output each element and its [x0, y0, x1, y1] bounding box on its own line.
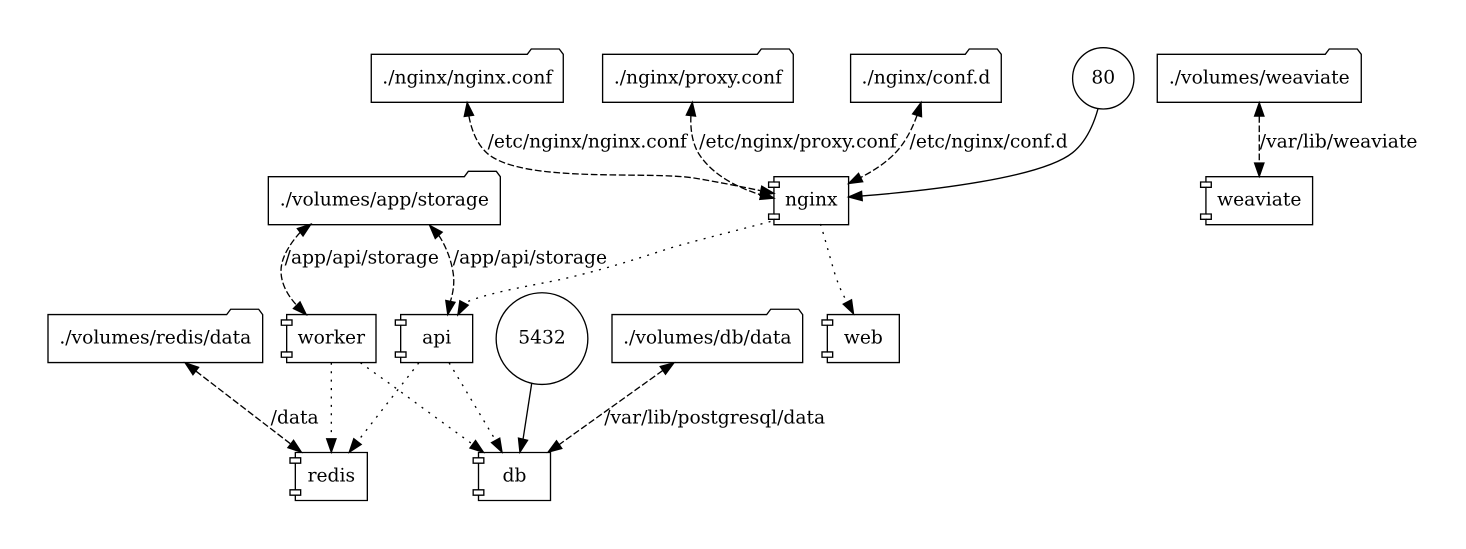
label-service-worker: worker — [298, 328, 365, 349]
edge-volume-redis-data-to-service-redis: /data — [183, 361, 319, 454]
edge-label-mount_app_api_storage_api: /app/api/storage — [453, 248, 607, 269]
label-volume-db-data: ./volumes/db/data — [623, 328, 791, 349]
edge-volume-app-storage-to-service-worker: /app/api/storage — [280, 222, 439, 317]
node-volume-app-storage: ./volumes/app/storage — [267, 170, 501, 226]
edge-label-mount_var_lib_postgresql_data: /var/lib/postgresql/data — [604, 407, 825, 428]
node-service-db: db — [472, 451, 552, 502]
label-service-redis: redis — [308, 465, 355, 486]
edge-volume-db-data-to-service-db: /var/lib/postgresql/data — [546, 361, 825, 454]
node-volume-weaviate: ./volumes/weaviate — [1156, 48, 1362, 103]
node-volume-nginx-proxy-conf: ./nginx/proxy.conf — [601, 48, 794, 103]
edge-port-80-to-service-nginx — [846, 108, 1099, 202]
label-service-web: web — [844, 328, 883, 349]
edge-volume-nginx-conf-d-to-service-nginx: /etc/nginx/conf.d — [846, 100, 1068, 185]
edge-label-mount_etc_nginx_conf_d: /etc/nginx/conf.d — [910, 132, 1068, 153]
node-service-weaviate: weaviate — [1199, 176, 1314, 226]
label-service-nginx: nginx — [785, 190, 838, 211]
node-service-api: api — [394, 313, 474, 364]
edge-volume-weaviate-to-service-weaviate: /var/lib/weaviate — [1253, 100, 1418, 179]
node-service-nginx: nginx — [767, 176, 850, 226]
edge-service-api-to-service-db — [448, 362, 503, 454]
node-port-80: 80 — [1071, 46, 1135, 110]
edge-port-5432-to-service-db — [517, 383, 533, 455]
edge-service-nginx-to-service-web — [819, 223, 855, 316]
label-volume-nginx-proxy-conf: ./nginx/proxy.conf — [614, 67, 784, 88]
edge-label-mount_app_api_storage_worker: /app/api/storage — [285, 248, 439, 269]
edge-service-nginx-to-service-api — [456, 220, 771, 317]
node-service-web: web — [821, 313, 900, 364]
node-volume-redis-data: ./volumes/redis/data — [47, 308, 264, 364]
edge-service-worker-to-service-redis — [325, 362, 337, 455]
edge-service-api-to-service-redis — [348, 362, 420, 454]
edge-label-mount_var_lib_weaviate: /var/lib/weaviate — [1260, 132, 1418, 153]
label-volume-redis-data: ./volumes/redis/data — [59, 328, 251, 349]
label-service-api: api — [422, 328, 451, 349]
edge-label-mount_etc_nginx_nginx_conf: /etc/nginx/nginx.conf — [488, 132, 689, 153]
node-service-redis: redis — [289, 451, 368, 502]
label-service-weaviate: weaviate — [1217, 190, 1301, 211]
label-volume-app-storage: ./volumes/app/storage — [280, 190, 489, 211]
edge-label-mount_etc_nginx_proxy_conf: /etc/nginx/proxy.conf — [699, 132, 899, 153]
label-port-80: 80 — [1091, 67, 1115, 88]
label-volume-nginx-conf: ./nginx/nginx.conf — [382, 67, 554, 88]
label-volume-weaviate: ./volumes/weaviate — [1169, 67, 1350, 88]
node-volume-db-data: ./volumes/db/data — [611, 308, 804, 364]
edge-service-worker-to-service-db — [360, 362, 486, 454]
label-service-db: db — [503, 465, 527, 486]
edge-volume-nginx-proxy-conf-to-service-nginx: /etc/nginx/proxy.conf — [685, 100, 899, 201]
node-service-worker: worker — [280, 313, 377, 364]
label-volume-nginx-conf-d: ./nginx/conf.d — [862, 67, 991, 88]
node-port-5432: 5432 — [495, 292, 589, 386]
label-port-5432: 5432 — [518, 328, 565, 349]
node-volume-nginx-conf-d: ./nginx/conf.d — [849, 48, 1002, 103]
edge-volume-app-storage-to-service-api: /app/api/storage — [428, 224, 607, 317]
edge-label-mount_data: /data — [271, 407, 319, 428]
node-volume-nginx-conf: ./nginx/nginx.conf — [370, 48, 564, 103]
